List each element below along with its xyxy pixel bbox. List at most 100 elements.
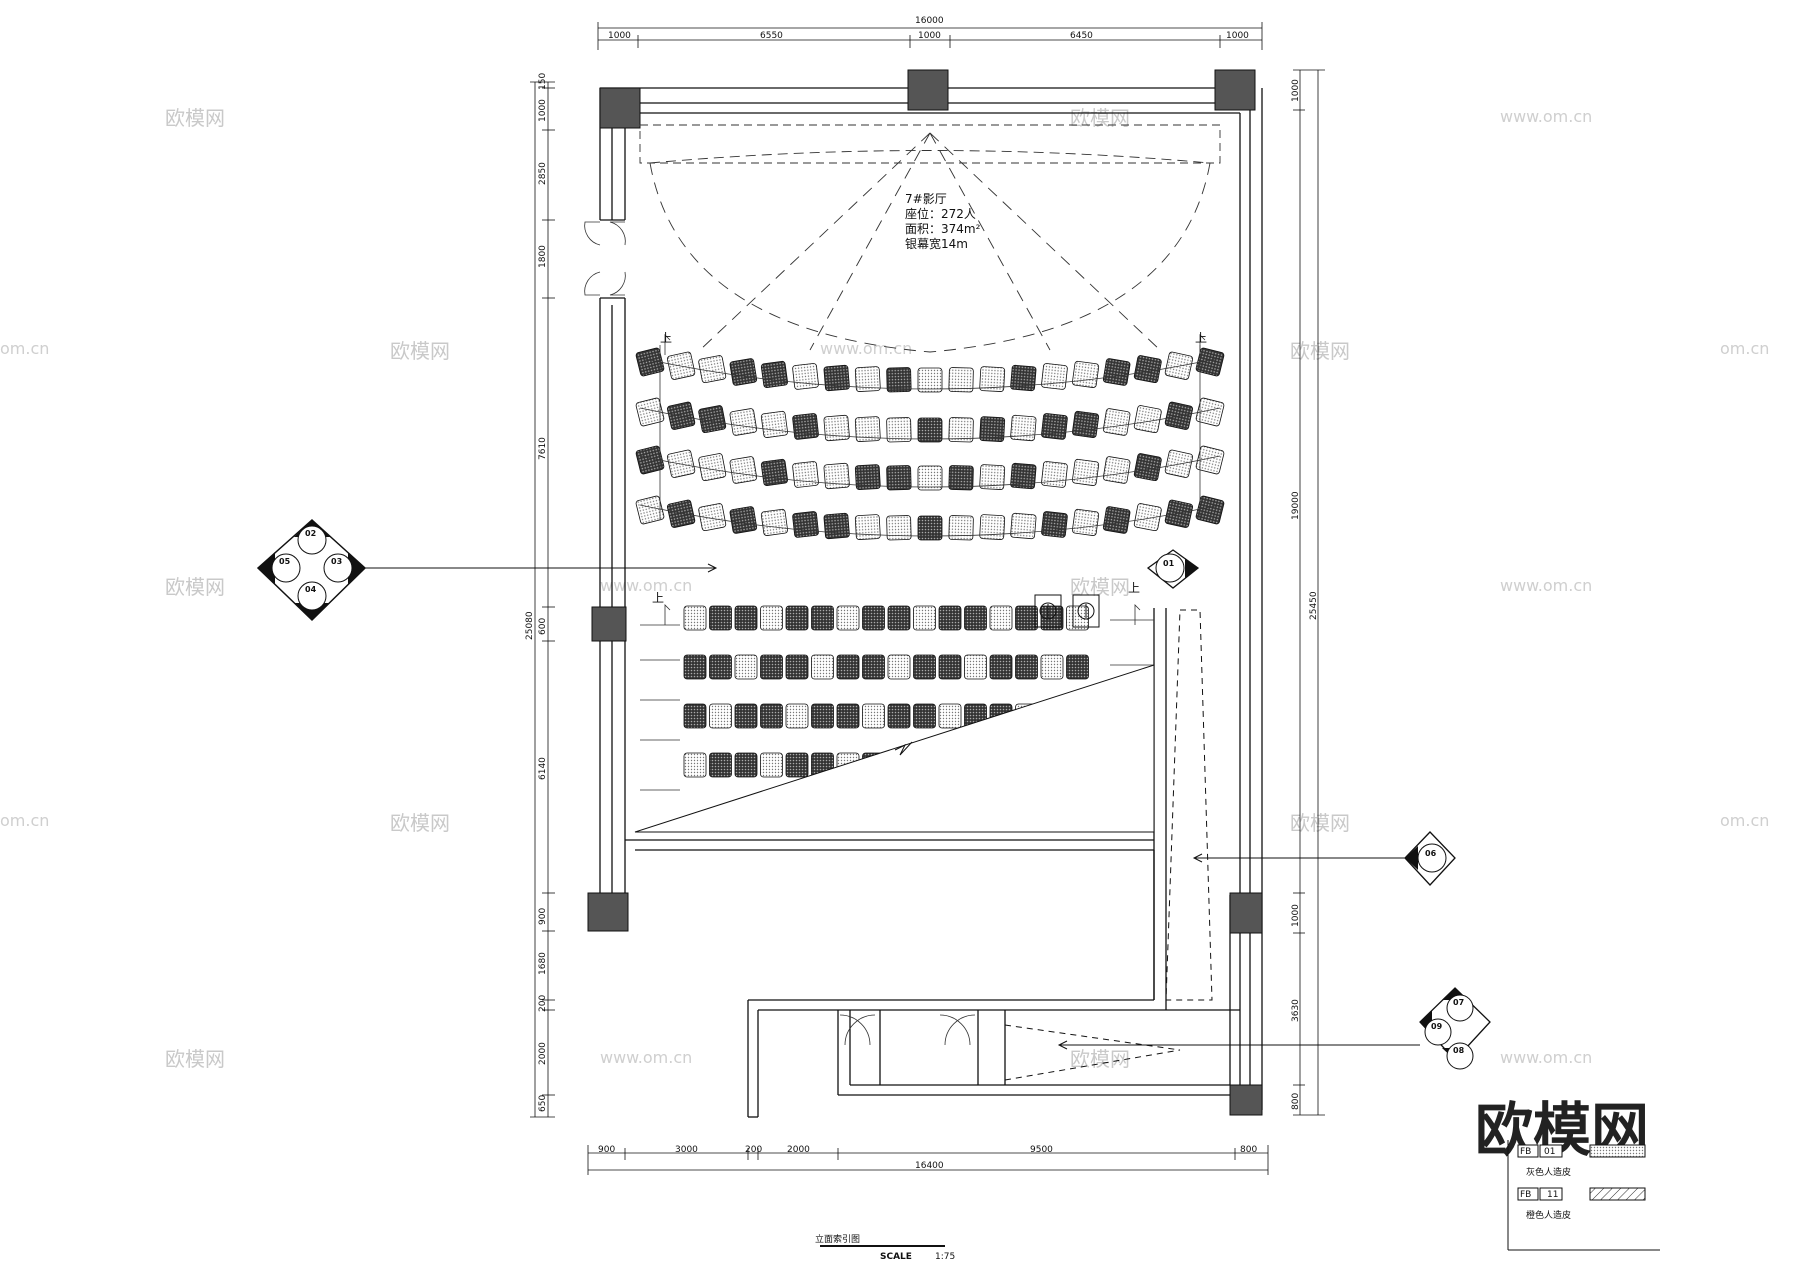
watermark-url: www.om.cn xyxy=(1500,1048,1592,1067)
dim-left-7: 6140 xyxy=(538,757,548,780)
dim-left-12: 650 xyxy=(538,1095,548,1112)
seat xyxy=(854,464,881,490)
upper-seating-block xyxy=(635,347,1225,541)
seat xyxy=(683,654,707,680)
legend-label-1: 灰色人造皮 xyxy=(1526,1166,1571,1178)
watermark-url: om.cn xyxy=(1720,811,1769,830)
legend-code-1: FB xyxy=(1520,1147,1531,1157)
legend-code-2: FB xyxy=(1520,1190,1531,1200)
dim-top-3: 1000 xyxy=(918,31,941,41)
watermark-brand: 欧模网 xyxy=(1070,1047,1130,1071)
watermark-brand: 欧模网 xyxy=(390,811,450,835)
dim-right-2: 1000 xyxy=(1291,904,1301,927)
seat xyxy=(811,654,834,680)
dim-top-4: 6450 xyxy=(1070,31,1093,41)
tag-09: 09 xyxy=(1431,1022,1443,1031)
seat xyxy=(823,364,850,392)
dim-right-total: 25450 xyxy=(1309,591,1319,620)
watermark-brand: 欧模网 xyxy=(1070,106,1130,130)
seat xyxy=(760,360,788,388)
dimensions-top xyxy=(597,22,1263,50)
seat xyxy=(760,458,788,486)
seat xyxy=(1040,654,1064,680)
seat xyxy=(938,654,962,680)
watermark-brand: 欧模网 xyxy=(165,1047,225,1071)
seat xyxy=(948,367,974,393)
seat xyxy=(1133,405,1162,434)
hall-info: 7#影厅 座位：272人 面积：374m² 银幕宽14m xyxy=(905,192,981,251)
seat xyxy=(1133,503,1162,532)
seat xyxy=(760,654,783,680)
seat xyxy=(862,605,885,631)
dim-left-3: 2850 xyxy=(538,162,548,185)
dim-bottom-total: 16400 xyxy=(915,1161,944,1171)
seat xyxy=(729,506,758,534)
hall-area: 面积：374m² xyxy=(905,222,981,236)
scale-label: SCALE xyxy=(880,1252,912,1262)
seat xyxy=(729,456,758,484)
dim-bottom-6: 800 xyxy=(1240,1145,1257,1155)
watermark-url: www.om.cn xyxy=(1500,576,1592,595)
dim-right-3: 3630 xyxy=(1291,999,1301,1022)
seat xyxy=(1072,458,1100,486)
columns xyxy=(587,69,1263,1116)
seat xyxy=(709,703,732,729)
seat xyxy=(760,703,783,729)
seat xyxy=(913,654,936,680)
dimension-labels-top: 16000 1000 6550 1000 6450 1000 xyxy=(608,16,1249,41)
index-tag-left: 02 05 03 04 xyxy=(256,518,718,622)
seat xyxy=(1015,654,1038,680)
watermark-url: www.om.cn xyxy=(820,339,912,358)
tag-06: 06 xyxy=(1425,849,1437,858)
seat xyxy=(729,408,758,436)
seat xyxy=(948,515,974,541)
seat xyxy=(917,515,943,541)
dimension-labels-left: 150 1000 2850 1800 7610 600 6140 900 168… xyxy=(525,73,548,1112)
up-label: 上 xyxy=(1128,581,1140,595)
dim-right-1: 1000 xyxy=(1291,79,1301,102)
seat xyxy=(785,752,809,778)
seat xyxy=(734,605,758,631)
seat xyxy=(785,654,809,680)
seat xyxy=(913,703,936,729)
tag-08: 08 xyxy=(1453,1046,1465,1055)
seat xyxy=(862,703,885,729)
tag-07: 07 xyxy=(1453,998,1464,1007)
dim-bottom-3: 200 xyxy=(745,1145,762,1155)
watermark-url: www.om.cn xyxy=(600,1048,692,1067)
dimensions-bottom xyxy=(587,1145,1269,1175)
watermark-brand: 欧模网 xyxy=(165,575,225,599)
seat xyxy=(734,654,758,680)
seat xyxy=(964,605,987,631)
seat xyxy=(1066,605,1089,631)
watermark-url: www.om.cn xyxy=(600,576,692,595)
lower-seating-block xyxy=(683,605,1089,778)
dimensions-right xyxy=(1293,69,1325,1116)
seat xyxy=(698,405,727,434)
seat xyxy=(917,465,943,491)
seat xyxy=(1072,508,1100,536)
seat xyxy=(886,367,912,393)
seat xyxy=(1195,445,1225,475)
seat xyxy=(862,654,885,680)
seat xyxy=(917,367,943,393)
legend-label-2: 橙色人造皮 xyxy=(1526,1209,1571,1221)
seat xyxy=(886,417,912,443)
watermark-brand: 欧模网 xyxy=(1290,811,1350,835)
seat xyxy=(886,515,912,541)
seat xyxy=(760,508,788,536)
dim-bottom-4: 2000 xyxy=(787,1145,810,1155)
seat xyxy=(1195,397,1225,427)
legend-num-2: 11 xyxy=(1547,1190,1558,1200)
watermark-brand: 欧模网 xyxy=(390,339,450,363)
seat xyxy=(1041,511,1068,538)
watermark-url: om.cn xyxy=(0,811,49,830)
seat xyxy=(698,355,727,384)
seat xyxy=(1010,462,1037,490)
tag-04: 04 xyxy=(305,585,317,594)
seat xyxy=(635,445,665,475)
seat xyxy=(683,605,707,631)
seat xyxy=(887,654,911,680)
